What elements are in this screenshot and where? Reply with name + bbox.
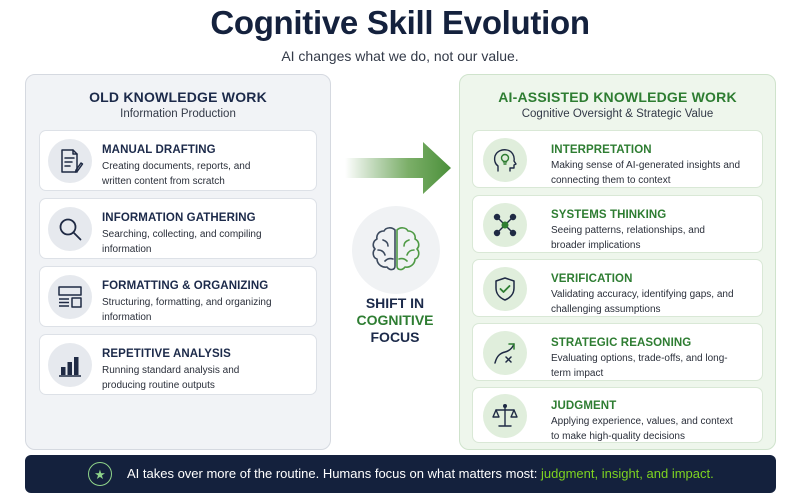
card-title: INTERPRETATION: [551, 144, 652, 156]
card-title: STRATEGIC REASONING: [551, 337, 692, 349]
banner-highlight: judgment, insight, and impact.: [541, 466, 714, 481]
document-pen-icon: [48, 139, 92, 183]
page-title: Cognitive Skill Evolution: [210, 4, 590, 41]
card-formatting-organizing: FORMATTING & ORGANIZING Structuring, for…: [39, 266, 317, 327]
head-lightbulb-icon: [483, 138, 527, 182]
card-description: Structuring, formatting, and organizing …: [102, 297, 272, 323]
card-title: SYSTEMS THINKING: [551, 209, 667, 221]
summary-banner: ★ AI takes over more of the routine. Hum…: [25, 455, 776, 493]
card-title: JUDGMENT: [551, 400, 617, 412]
strategy-arrow-icon: [483, 331, 527, 375]
shift-label-line1: SHIFT IN: [365, 295, 425, 311]
card-description: Seeing patterns, relationships, and broa…: [551, 225, 705, 251]
card-title: FORMATTING & ORGANIZING: [102, 280, 269, 292]
layout-icon: [48, 275, 92, 319]
banner-text: AI takes over more of the routine. Human…: [127, 466, 714, 481]
page-subtitle: AI changes what we do, not our value.: [281, 48, 519, 64]
card-interpretation: INTERPRETATION Making sense of AI-genera…: [472, 130, 763, 188]
card-description: Running standard analysis and producing …: [102, 365, 240, 391]
card-information-gathering: INFORMATION GATHERING Searching, collect…: [39, 198, 317, 259]
card-strategic-reasoning: STRATEGIC REASONING Evaluating options, …: [472, 323, 763, 381]
card-title: INFORMATION GATHERING: [102, 212, 256, 224]
card-description: Searching, collecting, and compiling inf…: [102, 229, 262, 255]
shift-label-line3: FOCUS: [370, 329, 420, 345]
card-manual-drafting: MANUAL DRAFTING Creating documents, repo…: [39, 130, 317, 191]
shift-arrow: [345, 142, 451, 194]
card-repetitive-analysis: REPETITIVE ANALYSIS Running standard ana…: [39, 334, 317, 395]
card-description: Creating documents, reports, and written…: [102, 161, 251, 187]
bar-chart-icon: [48, 343, 92, 387]
ai-work-title: AI-ASSISTED KNOWLEDGE WORK: [498, 89, 737, 105]
card-description: Validating accuracy, identifying gaps, a…: [551, 289, 734, 315]
old-work-title: OLD KNOWLEDGE WORK: [89, 89, 267, 105]
ai-work-subtitle: Cognitive Oversight & Strategic Value: [521, 108, 714, 120]
star-icon: ★: [88, 462, 112, 486]
shift-label-line2: COGNITIVE: [356, 312, 434, 328]
network-icon: [483, 203, 527, 247]
scales-icon: [483, 394, 527, 438]
card-title: REPETITIVE ANALYSIS: [102, 348, 231, 360]
card-title: VERIFICATION: [551, 273, 633, 285]
card-description: Evaluating options, trade-offs, and long…: [551, 353, 728, 379]
card-description: Applying experience, values, and context…: [551, 416, 733, 442]
card-description: Making sense of AI-generated insights an…: [551, 160, 741, 186]
magnifier-icon: [48, 207, 92, 251]
card-verification: VERIFICATION Validating accuracy, identi…: [472, 259, 763, 317]
old-work-panel: OLD KNOWLEDGE WORK Information Productio…: [25, 74, 331, 450]
card-judgment: JUDGMENT Applying experience, values, an…: [472, 387, 763, 443]
old-work-subtitle: Information Production: [120, 108, 236, 120]
ai-work-panel: AI-ASSISTED KNOWLEDGE WORK Cognitive Ove…: [459, 74, 776, 450]
card-systems-thinking: SYSTEMS THINKING Seeing patterns, relati…: [472, 195, 763, 253]
card-title: MANUAL DRAFTING: [102, 144, 216, 156]
shield-check-icon: [483, 267, 527, 311]
brain-icon: [352, 206, 440, 294]
banner-main-text: AI takes over more of the routine. Human…: [127, 466, 542, 481]
